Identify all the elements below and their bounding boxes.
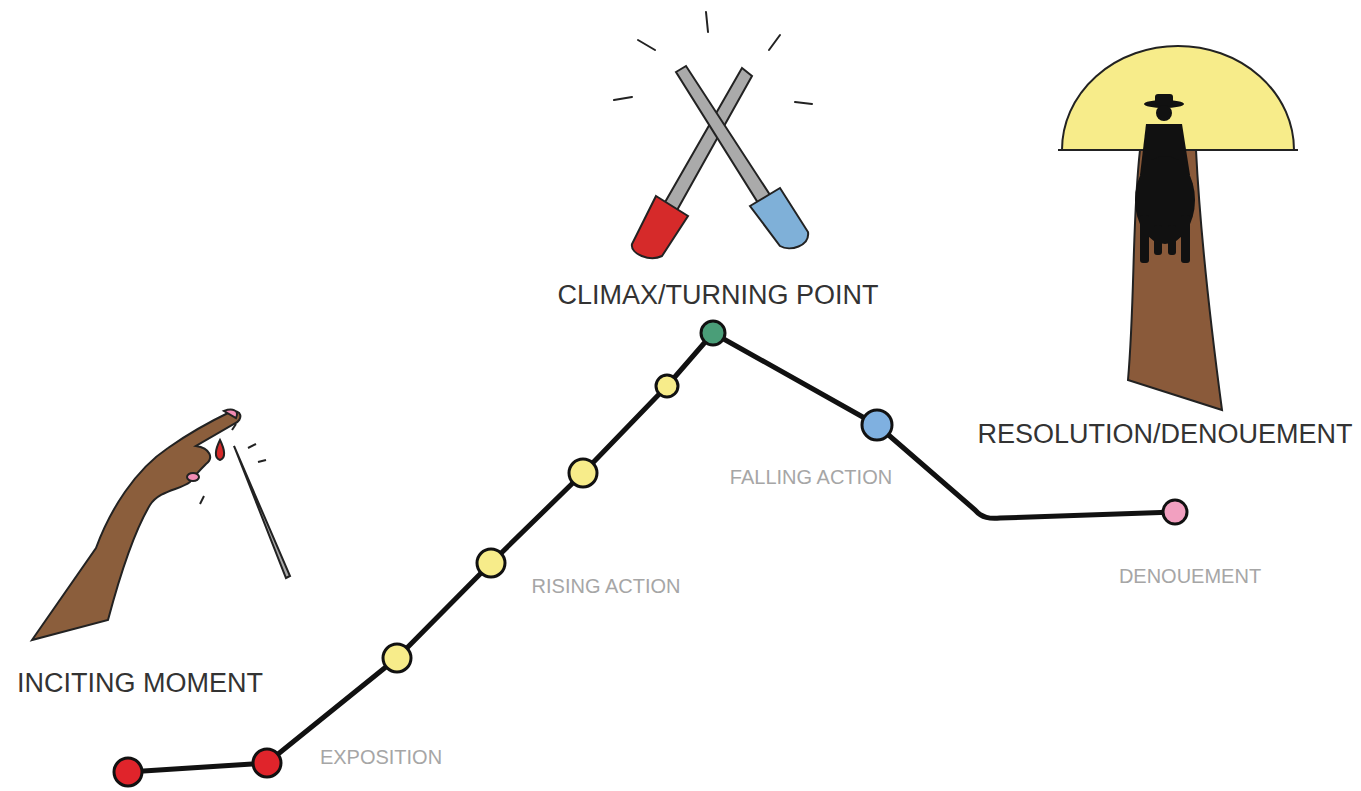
stage-label: FALLING ACTION [728, 466, 894, 489]
hand [32, 411, 240, 640]
sword-hilt [632, 196, 688, 258]
burst-line [258, 460, 266, 462]
plot-line [128, 333, 1175, 772]
sword-blade [664, 68, 752, 212]
stage-heading: CLIMAX/TURNING POINT [555, 280, 880, 311]
plot-point [569, 459, 597, 487]
road [1128, 150, 1222, 410]
fingernail [224, 410, 237, 418]
burst-line [232, 424, 236, 430]
plot-point [1163, 500, 1187, 524]
plot-points [114, 321, 1187, 786]
sword-hilt [750, 188, 808, 248]
burst-line [795, 102, 812, 104]
fingernail [187, 473, 199, 481]
sword-blade [676, 66, 772, 206]
rider-silhouette [1135, 94, 1195, 263]
burst-line [200, 496, 204, 504]
stage-heading: RESOLUTION/DENOUEMENT [975, 419, 1354, 450]
crossed-swords [614, 12, 812, 258]
stage-label: DENOUEMENT [1117, 565, 1263, 588]
plot-point [656, 375, 678, 397]
stage-label: RISING ACTION [530, 575, 683, 598]
burst-line [706, 12, 708, 32]
burst-line [638, 40, 655, 50]
stage-heading: INCITING MOMENT [15, 668, 265, 699]
plot-point [477, 549, 505, 577]
pricked-hand [32, 410, 290, 640]
plot-point [862, 410, 892, 440]
burst-line [769, 35, 780, 50]
blood-drop [216, 440, 224, 460]
pin [234, 446, 290, 578]
burst-line [248, 444, 256, 448]
burst-line [614, 97, 632, 100]
sunset-rider [1058, 46, 1298, 410]
plot-point [253, 749, 281, 777]
plot-point [701, 321, 725, 345]
stage-label: EXPOSITION [318, 746, 444, 769]
plot-point [383, 644, 411, 672]
plot-point [114, 758, 142, 786]
